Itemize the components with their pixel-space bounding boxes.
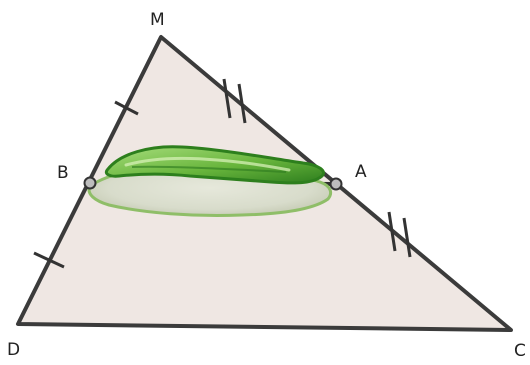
label-c: C bbox=[514, 341, 526, 360]
label-b: B bbox=[57, 163, 69, 183]
leaf-highlight-icon bbox=[124, 156, 291, 172]
leaf-icon bbox=[104, 145, 325, 185]
tick-bd bbox=[33, 251, 65, 269]
tick-ma-2 bbox=[237, 83, 247, 124]
point-a bbox=[329, 177, 343, 191]
label-a: A bbox=[355, 162, 367, 182]
label-d: D bbox=[7, 340, 20, 360]
tick-ac-1 bbox=[387, 211, 397, 252]
tick-ma-1 bbox=[222, 78, 232, 119]
leaf-vein-icon bbox=[131, 165, 287, 173]
label-m: M bbox=[150, 10, 165, 30]
tick-mb bbox=[114, 100, 139, 116]
tick-ac-2 bbox=[402, 217, 412, 258]
point-b bbox=[83, 176, 97, 190]
